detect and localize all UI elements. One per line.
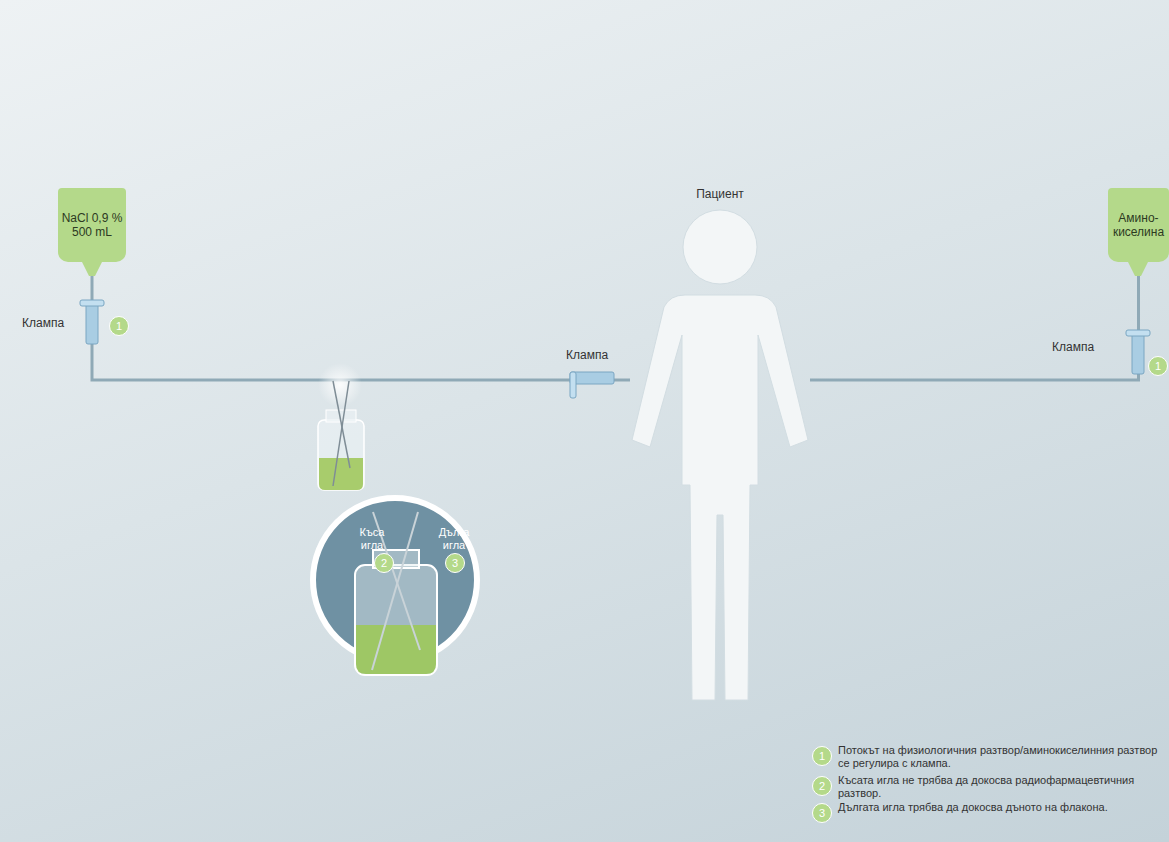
callout-number: 3: [445, 553, 465, 573]
callout-number: 2: [374, 553, 394, 573]
callout-number: 1: [109, 316, 129, 336]
vial: [318, 363, 364, 490]
legend-text: Потокът на физиологичния разтвор/аминоки…: [838, 744, 1158, 770]
bag-label: NaCl 0,9 % 500 mL: [60, 211, 124, 239]
callout-number: 3: [812, 803, 832, 823]
person-silhouette: [630, 185, 810, 710]
callout-number: 1: [1148, 356, 1168, 376]
patient-figure: Пациент: [630, 185, 810, 710]
clamp-label: Клампа: [566, 348, 608, 362]
clamp: [570, 372, 614, 398]
patient-label: Пациент: [630, 187, 810, 201]
clamp: [80, 300, 104, 344]
callout-number: 2: [812, 776, 832, 796]
legend-text: Късата игла не трябва да докосва радиофа…: [838, 774, 1158, 800]
clamp: [1126, 330, 1150, 374]
bag-label: Амино- киселина: [1110, 211, 1167, 239]
callout-number: 1: [812, 746, 832, 766]
zoom-inset: [313, 498, 477, 675]
amino-acid-bag: Амино- киселина: [1108, 188, 1169, 262]
drip-chamber: [1128, 262, 1148, 276]
legend-text: Дългата игла трябва да докосва дъното на…: [838, 801, 1158, 814]
clamp-label: Клампа: [1052, 340, 1094, 354]
drip-chamber: [82, 262, 102, 276]
infusion-line: [810, 262, 1139, 380]
needle-label: Къса игла: [352, 526, 392, 552]
infusion-line: [92, 262, 630, 380]
saline-bag: NaCl 0,9 % 500 mL: [58, 188, 126, 262]
needle-label: Дълга игла: [432, 526, 476, 552]
clamp-label: Клампа: [22, 316, 64, 330]
